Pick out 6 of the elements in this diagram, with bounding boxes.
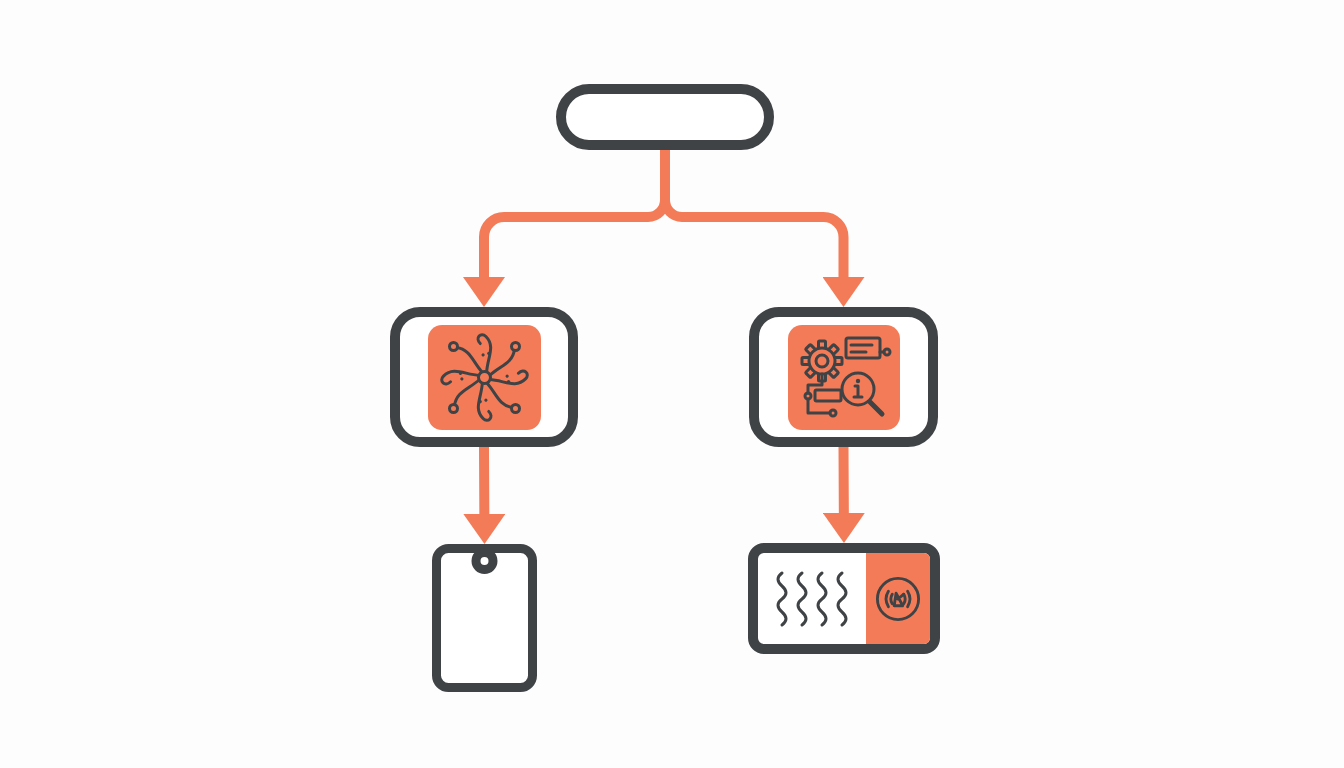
arrow (463, 446, 506, 545)
icon-box (749, 307, 938, 447)
tag-outline (432, 544, 537, 692)
icon-box (390, 307, 578, 447)
arrow (822, 446, 865, 544)
icon-box (748, 543, 940, 654)
